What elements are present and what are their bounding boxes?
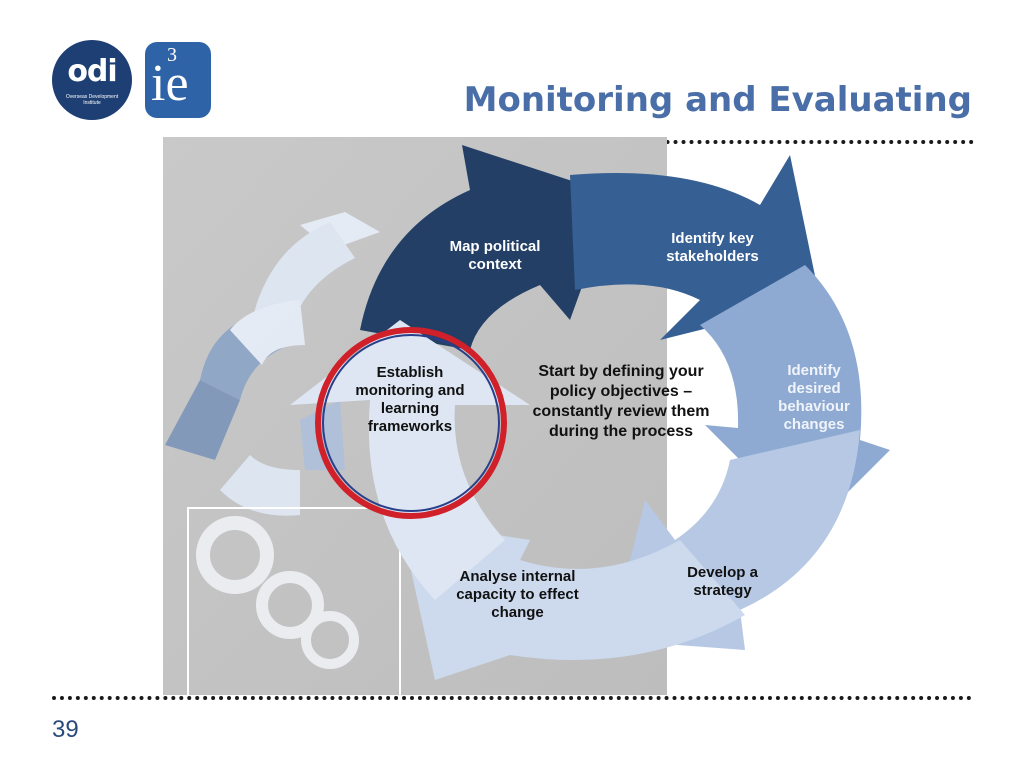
label-establish-frameworks: Establish monitoring and learning framew…	[355, 364, 465, 435]
center-note: Start by defining your policy objectives…	[532, 363, 710, 440]
label-map-political-context: Map political context	[449, 238, 541, 273]
3ie-logo: 3 ie	[145, 42, 211, 118]
highlight-ring-inner	[322, 334, 500, 512]
page-number: 39	[52, 716, 79, 743]
highlight-ring	[315, 327, 507, 519]
thumbnail-cycles	[196, 516, 359, 669]
odi-logo-text: odi	[67, 54, 117, 89]
3ie-logo-text: ie	[151, 55, 189, 112]
odi-logo-subtext: Overseas Development Institute	[65, 94, 119, 106]
step-establish-frameworks-arrow	[290, 320, 530, 600]
3ie-logo-number: 3	[167, 44, 177, 66]
slide-title: Monitoring and Evaluating	[463, 80, 972, 120]
label-identify-desired-behaviour-changes: Identify desired behaviour changes	[778, 362, 850, 433]
step-analyse-internal-capacity	[400, 520, 745, 680]
odi-logo: odi Overseas Development Institute	[52, 40, 132, 120]
label-analyse-internal-capacity: Analyse internal capacity to effect chan…	[456, 568, 579, 621]
label-develop-a-strategy: Develop a strategy	[687, 564, 758, 599]
bottom-divider	[52, 696, 972, 700]
label-identify-key-stakeholders: Identify key stakeholders	[666, 230, 759, 265]
faded-background-cycle	[165, 212, 380, 516]
step-map-political-context	[360, 145, 615, 350]
